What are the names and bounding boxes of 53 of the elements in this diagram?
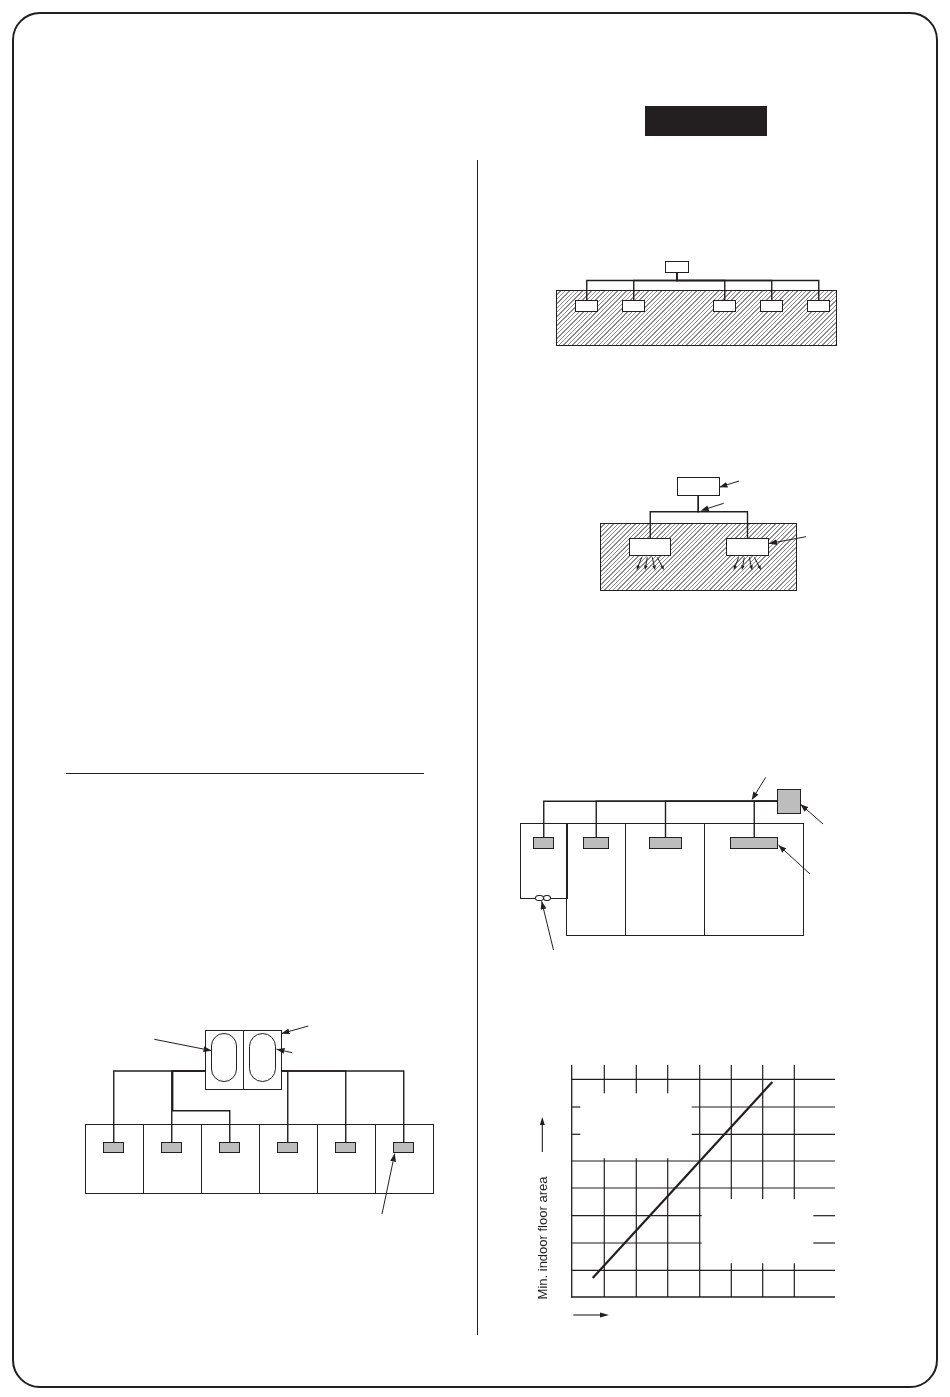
unit-box — [621, 299, 646, 313]
unit-box — [276, 1142, 299, 1154]
hatched-area — [600, 523, 797, 591]
connecting-line — [697, 494, 749, 539]
room-box — [259, 1124, 319, 1194]
room-box — [520, 823, 568, 899]
room-box — [624, 823, 705, 936]
hatched-area — [556, 290, 837, 346]
room-box — [703, 823, 805, 936]
unit-box — [806, 299, 831, 313]
unit-box — [665, 261, 689, 273]
connecting-line — [676, 271, 820, 301]
axis-label: Min. indoor floor area — [535, 1176, 549, 1299]
capsule-shape — [248, 1032, 277, 1082]
unit-box — [712, 299, 737, 313]
room-box — [375, 1124, 435, 1194]
unit-box — [574, 299, 599, 313]
unit-box — [205, 1030, 244, 1090]
unit-box — [628, 537, 672, 557]
unit-box — [677, 477, 720, 496]
unit-box — [102, 1142, 125, 1154]
leader-arrow — [768, 536, 807, 546]
leader-arrow — [719, 480, 740, 488]
unit-box — [729, 836, 779, 850]
room-box — [201, 1124, 261, 1194]
leader-arrow — [540, 900, 554, 951]
leader-arrow — [153, 1038, 212, 1053]
room-box — [85, 1124, 144, 1194]
connecting-line — [280, 1070, 405, 1144]
room-box — [143, 1124, 203, 1194]
leader-arrow — [281, 1025, 309, 1035]
leader-arrow — [276, 1048, 293, 1054]
leader-arrow — [778, 844, 811, 875]
small-oval — [543, 894, 552, 902]
unit-box — [777, 789, 801, 814]
connecting-line — [753, 800, 778, 838]
unit-box — [759, 299, 784, 313]
leader-arrow — [800, 803, 824, 825]
capsule-shape — [211, 1032, 237, 1082]
unit-box — [532, 836, 555, 850]
unit-box — [648, 836, 682, 850]
unit-box — [392, 1142, 415, 1154]
room-box — [317, 1124, 377, 1194]
unit-box — [582, 836, 610, 850]
unit-box — [218, 1142, 241, 1154]
unit-box — [725, 537, 769, 557]
unit-box — [334, 1142, 357, 1154]
unit-box — [242, 1030, 282, 1090]
room-box — [566, 823, 626, 936]
connecting-line — [172, 1070, 231, 1144]
unit-box — [160, 1142, 183, 1154]
leader-arrow — [381, 1153, 396, 1215]
small-oval — [534, 894, 544, 902]
